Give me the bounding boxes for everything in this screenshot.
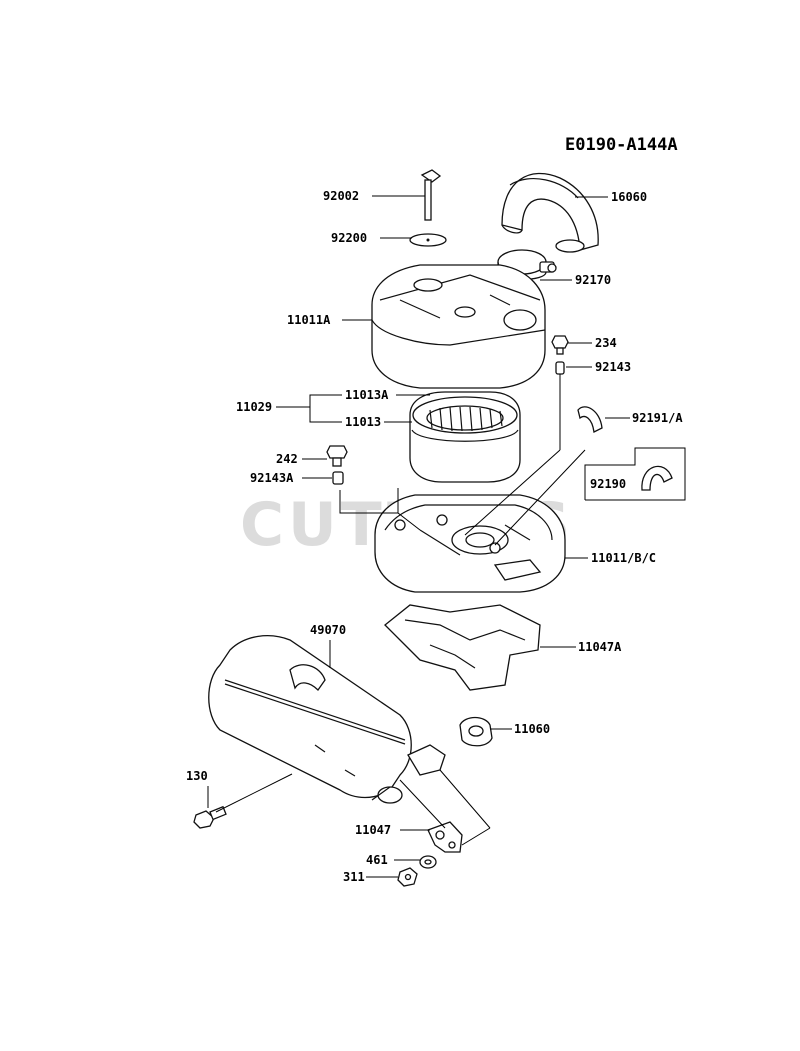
callout-11011A: 11011A xyxy=(287,313,331,327)
wing-bolt-part xyxy=(420,169,442,221)
callout-11013: 11013 xyxy=(345,415,381,429)
callout-92143: 92143 xyxy=(595,360,631,374)
callout-92002: 92002 xyxy=(323,189,359,203)
washer-part xyxy=(409,233,447,247)
callout-11011BC: 11011/B/C xyxy=(591,551,656,565)
collar-92143A-part xyxy=(332,471,344,485)
callout-130: 130 xyxy=(186,769,208,783)
callout-234: 234 xyxy=(595,336,617,350)
callout-labels: 16060 92002 92200 92170 11011A 234 92143… xyxy=(186,189,683,884)
callout-92190: 92190 xyxy=(590,477,626,491)
callout-11013A: 11013A xyxy=(345,388,389,402)
bolt-234-part xyxy=(551,335,569,355)
callout-11029: 11029 xyxy=(236,400,272,414)
callout-92200: 92200 xyxy=(331,231,367,245)
leader-lines xyxy=(207,195,630,878)
callout-11060: 11060 xyxy=(514,722,550,736)
callout-242: 242 xyxy=(276,452,298,466)
callout-16060: 16060 xyxy=(611,190,647,204)
filter-element-part xyxy=(409,391,521,483)
callout-92191A: 92191/A xyxy=(632,411,683,425)
air-cleaner-base-part xyxy=(374,494,566,593)
nut-311-part xyxy=(397,867,418,887)
air-cleaner-cover-part xyxy=(371,264,546,389)
intake-elbow-part xyxy=(501,173,599,253)
callout-461: 461 xyxy=(366,853,388,867)
washer-461-part xyxy=(419,855,437,869)
bolt-130-part xyxy=(193,805,227,829)
callout-49070: 49070 xyxy=(310,623,346,637)
callout-92143A: 92143A xyxy=(250,471,294,485)
inset-hose-box xyxy=(584,447,686,501)
callout-11047A: 11047A xyxy=(578,640,622,654)
callout-311: 311 xyxy=(343,870,365,884)
muffler-part xyxy=(208,635,446,804)
gasket-part xyxy=(459,716,493,747)
diagram-code: E0190-A144A xyxy=(565,135,678,155)
small-hose-part xyxy=(577,406,603,433)
heat-shield-part xyxy=(384,604,541,691)
callout-11047: 11047 xyxy=(355,823,391,837)
callout-92170: 92170 xyxy=(575,273,611,287)
bracket-11047-part xyxy=(427,821,463,853)
collar-92143-part xyxy=(555,361,565,375)
bolt-242-part xyxy=(326,445,348,467)
